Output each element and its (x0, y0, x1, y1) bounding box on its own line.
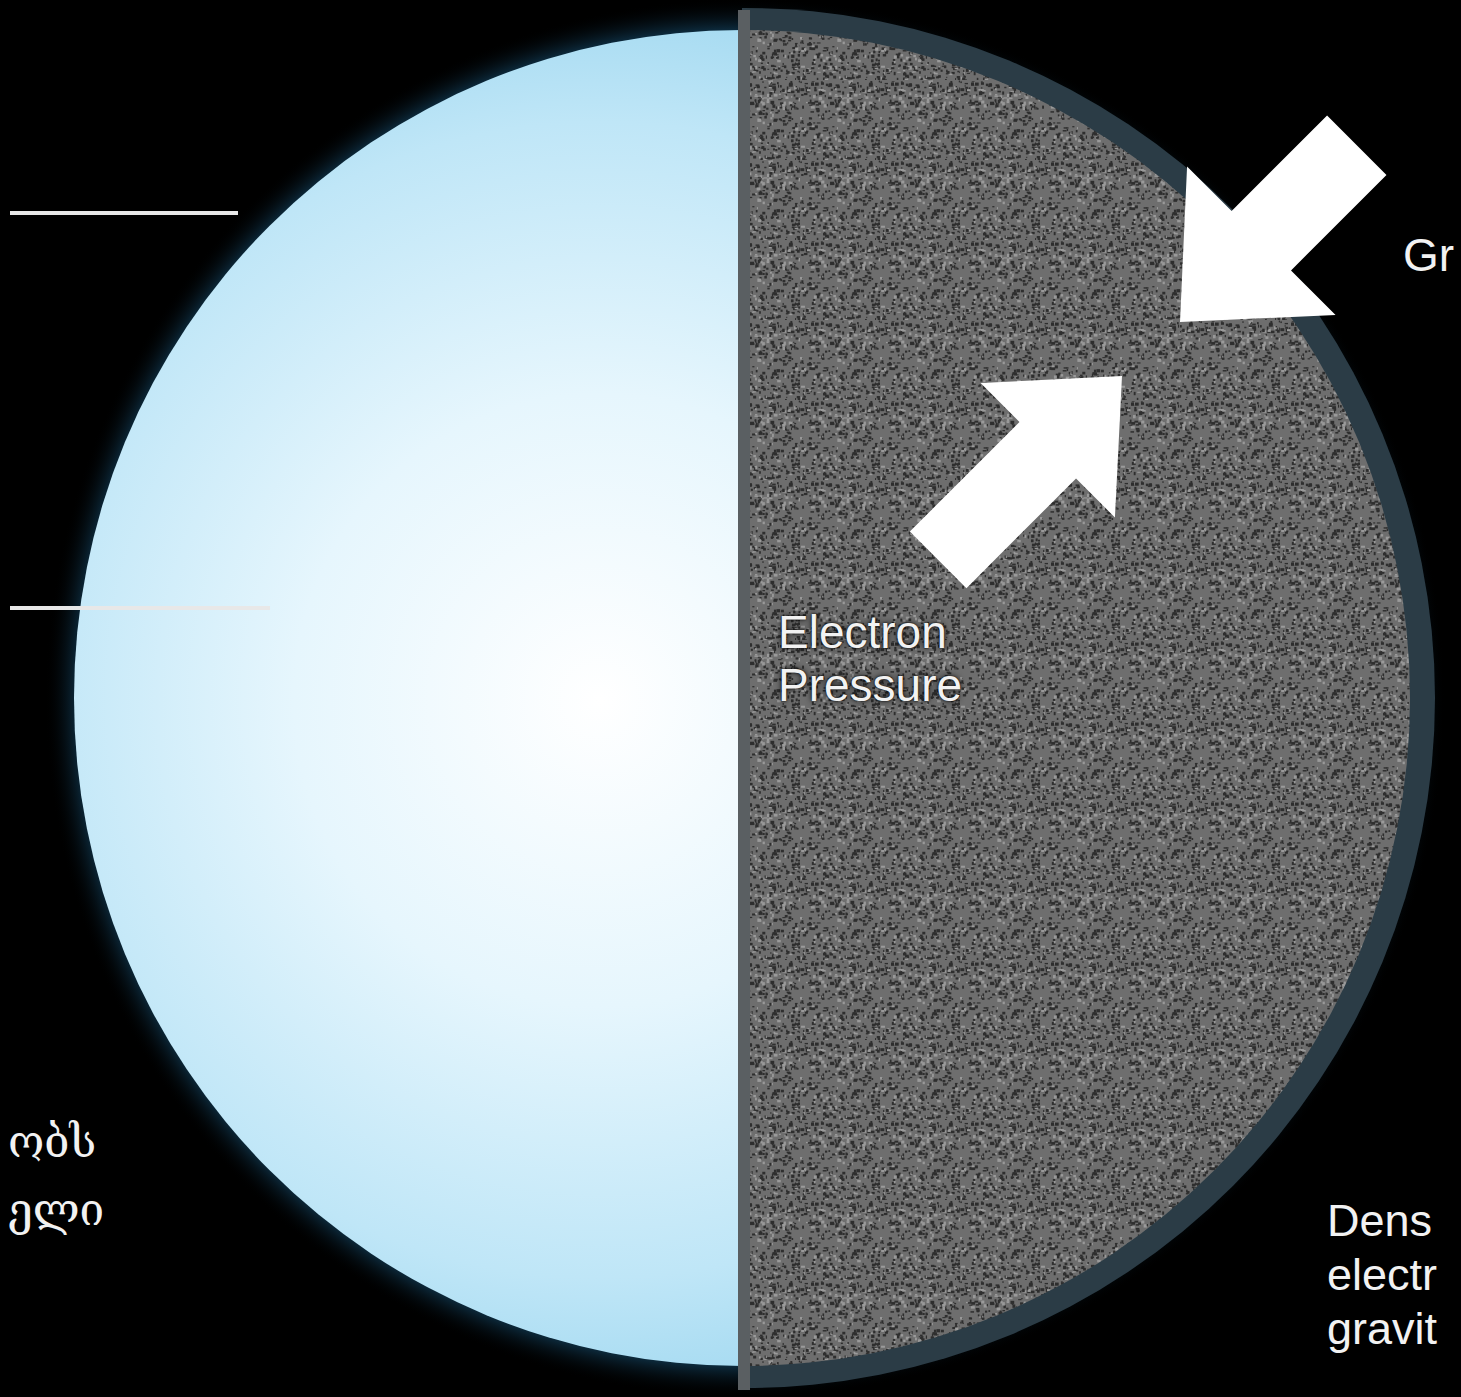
hot-surface-half (74, 30, 742, 1366)
interior-rim (742, 8, 1435, 1388)
force-label: Electron Pressure (778, 606, 962, 712)
caption-fragment: ობს ელი (8, 1108, 104, 1244)
gravity-arrow (1106, 71, 1431, 396)
leader-line (10, 606, 270, 610)
interior-half (742, 8, 1435, 1388)
pressure-arrow (871, 309, 1189, 627)
leader-line (10, 211, 238, 215)
cut-line (738, 10, 750, 1390)
force-label: Gr (1403, 228, 1454, 283)
note-fragment: Dens electr gravit (1327, 1194, 1457, 1356)
outer-glow (40, 0, 1450, 1397)
